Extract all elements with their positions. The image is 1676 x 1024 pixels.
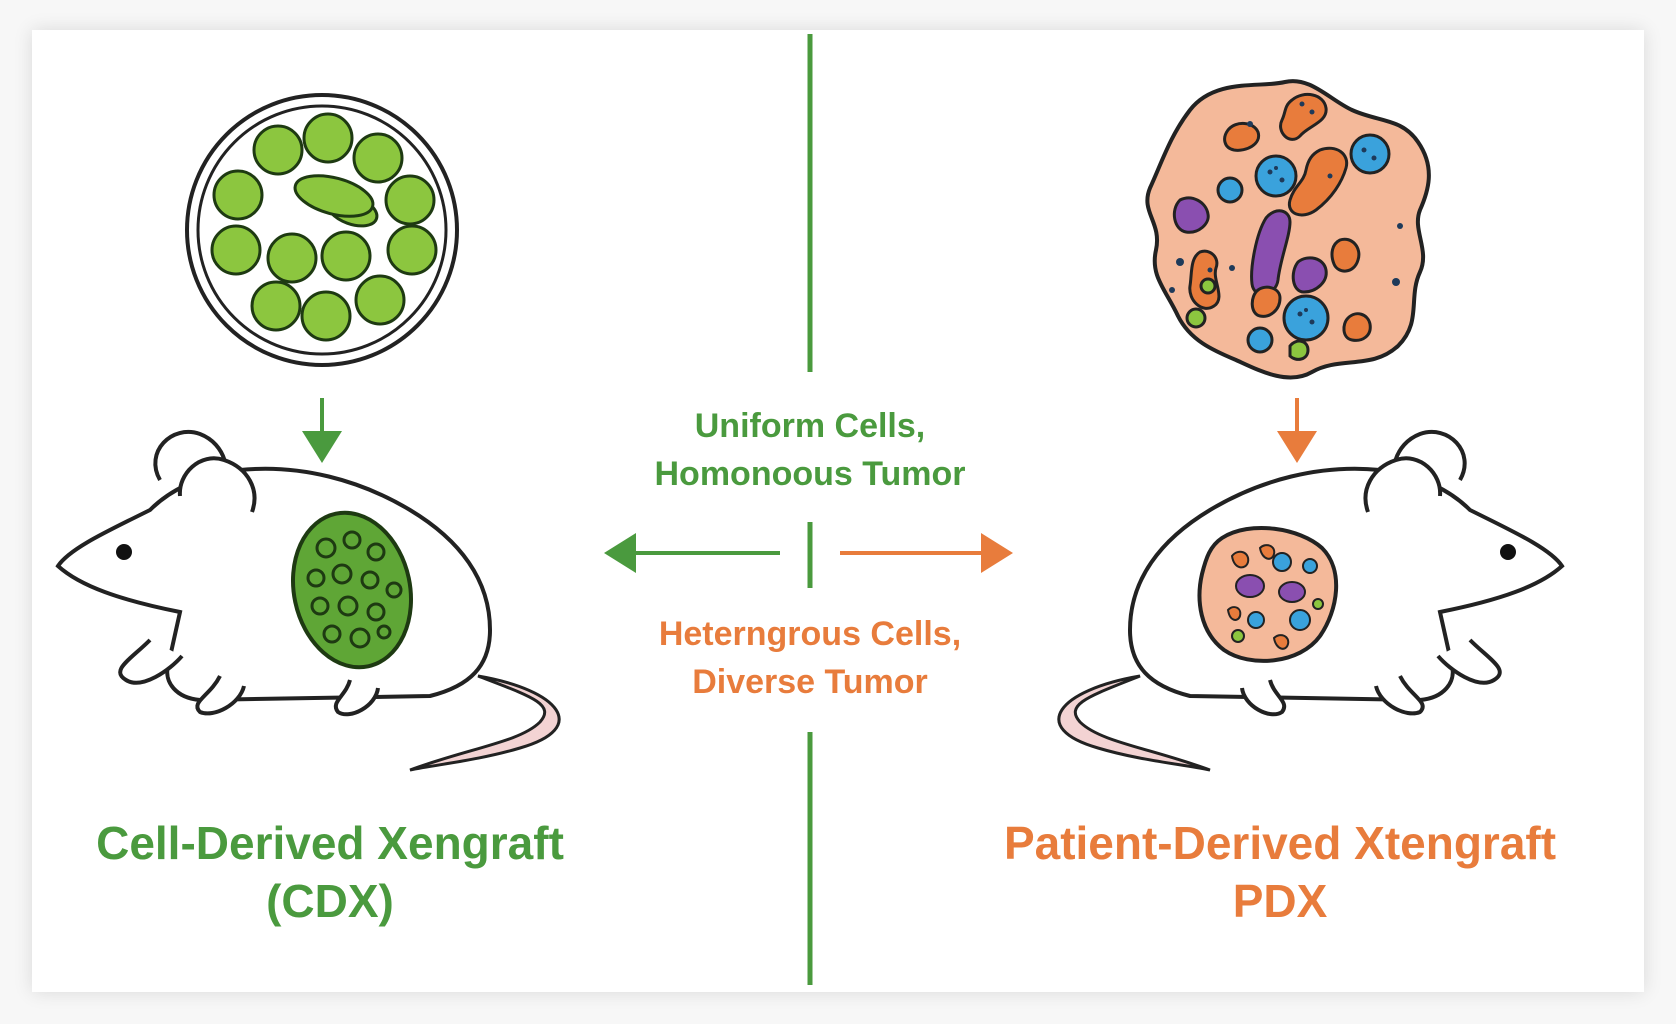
cdx-title-line1: Cell-Derived Xengraft: [96, 817, 564, 869]
heterogeneous-cells-line2: Diverse Tumor: [692, 663, 928, 701]
uniform-cells-line1: Uniform Cells,: [694, 407, 926, 445]
uniform-cells-label: Uniform Cells, Homonoous Tumor: [560, 402, 1060, 498]
heterogeneous-cells-label: Heterngrous Cells, Diverse Tumor: [560, 610, 1060, 706]
uniform-cells-line2: Homonoous Tumor: [654, 455, 966, 493]
mouse-icon: [1057, 430, 1565, 772]
pdx-title-line1: Patient-Derived Xtengraft: [1003, 817, 1557, 869]
petri-dish-icon: [185, 93, 459, 367]
heterogeneous-cells-line1: Heterngrous Cells,: [658, 615, 962, 653]
cdx-title-line2: (CDX): [266, 875, 394, 927]
pdx-title-line2: PDX: [1232, 875, 1328, 927]
cdx-title: Cell-Derived Xengraft (CDX): [30, 814, 630, 930]
pdx-title: Patient-Derived Xtengraft PDX: [960, 814, 1600, 930]
tumor-tissue-icon: [1145, 79, 1431, 380]
mouse-icon: [55, 430, 561, 772]
